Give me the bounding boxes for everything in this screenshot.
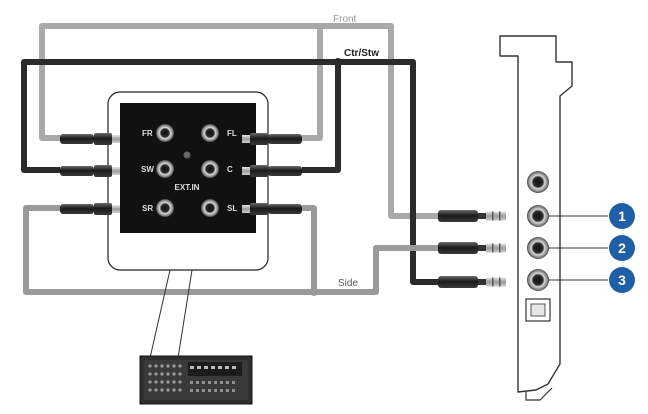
- port-badge-2-label: 2: [618, 240, 626, 256]
- mini-plug-1: [438, 210, 506, 222]
- rca-plug-sw: [60, 165, 120, 177]
- jack-sl: [201, 199, 219, 217]
- port-badge-2: 2: [609, 235, 635, 261]
- front-cable-label: Front: [333, 14, 357, 25]
- port-badge-1: 1: [609, 203, 635, 229]
- front-cable-fl-branch: [302, 26, 323, 141]
- jack-c: [201, 160, 219, 178]
- mini-plug-3: [438, 276, 506, 288]
- jack-label-c: C: [227, 165, 233, 174]
- callout-lines: [149, 269, 193, 359]
- port-badge-1-label: 1: [618, 208, 626, 224]
- rca-plug-sr: [60, 203, 120, 215]
- jack-fr: [156, 124, 174, 142]
- rca-plug-fr: [60, 133, 120, 145]
- ctr-stw-cable-c-branch: [302, 62, 341, 173]
- jack-label-sl: SL: [227, 204, 237, 213]
- sound-card-bracket: [499, 35, 573, 401]
- panel-title: EXT.IN: [175, 183, 200, 192]
- rca-plug-sl: [242, 203, 302, 215]
- port-top: [527, 171, 549, 193]
- port-2: [527, 237, 549, 259]
- jack-label-sr: SR: [142, 204, 153, 213]
- port-badge-3-label: 3: [618, 272, 626, 288]
- side-cable-label: Side: [338, 278, 358, 289]
- jack-label-fl: FL: [227, 129, 237, 138]
- jack-sw: [156, 160, 174, 178]
- front-cable: [39, 23, 438, 219]
- screw: [183, 151, 191, 159]
- ctr-stw-cable-label: Ctr/Stw: [344, 48, 379, 59]
- optical-port-icon: [525, 298, 551, 322]
- badge-leaders: [549, 215, 608, 281]
- ctr-stw-cable: [21, 59, 438, 285]
- rca-plug-c: [242, 165, 302, 177]
- side-cable: [23, 205, 438, 295]
- port-3: [527, 269, 549, 291]
- port-badge-3: 3: [609, 267, 635, 293]
- side-cable-sl-branch: [302, 205, 317, 292]
- mini-plug-2: [438, 242, 506, 254]
- rca-plug-fl: [242, 133, 302, 145]
- jack-fl: [201, 124, 219, 142]
- jack-label-sw: SW: [141, 165, 154, 174]
- port-1: [527, 205, 549, 227]
- ext-in-panel: FR FL SW C EXT.IN SR SL: [107, 91, 269, 271]
- jack-label-fr: FR: [142, 129, 153, 138]
- av-receiver-icon: [139, 355, 253, 405]
- jack-sr: [156, 199, 174, 217]
